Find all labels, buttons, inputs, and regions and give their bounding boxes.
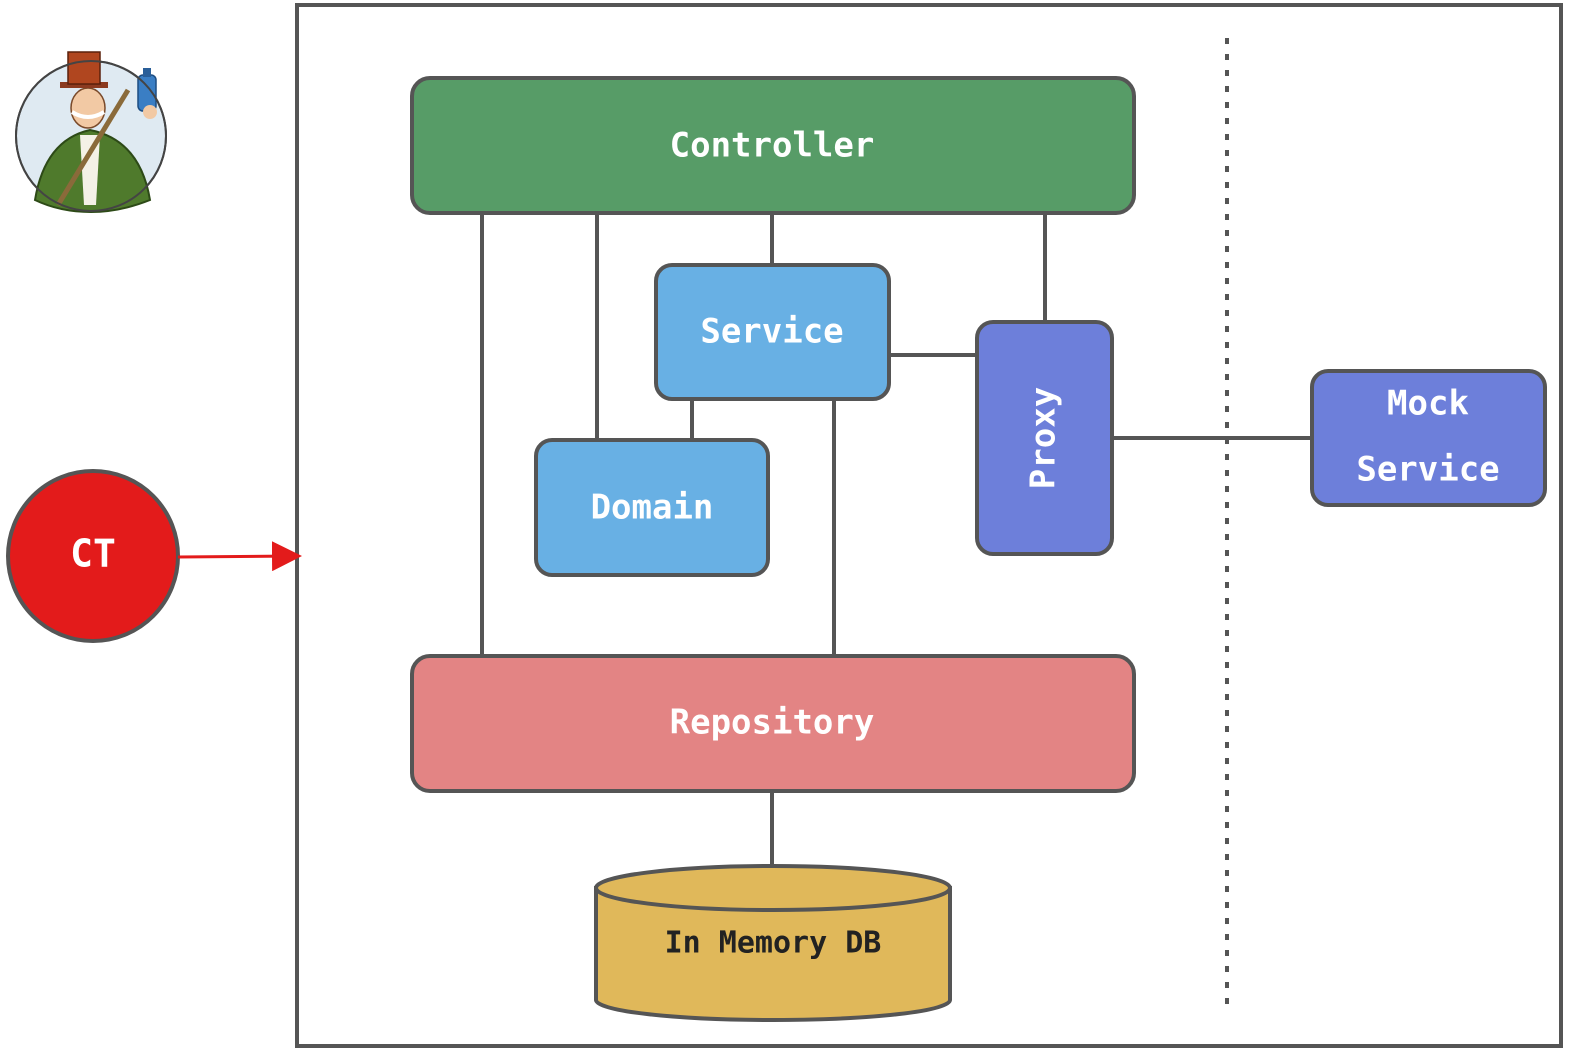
database-node: In Memory DB <box>594 864 952 1022</box>
connectors <box>480 214 1312 868</box>
ct-label: CT <box>70 532 116 576</box>
mock-service-label-line2: Service <box>1356 450 1499 490</box>
mock-service-node: Mock Service <box>1310 369 1547 507</box>
mock-service-label-line1: Mock <box>1387 384 1469 424</box>
ct-node: CT <box>6 469 180 643</box>
repository-node: Repository <box>410 654 1136 793</box>
proxy-label: Proxy <box>1024 387 1064 489</box>
mascot-icon <box>15 51 167 214</box>
service-node: Service <box>654 263 891 401</box>
service-label: Service <box>700 312 843 352</box>
domain-label: Domain <box>591 488 714 528</box>
controller-node: Controller <box>410 76 1136 215</box>
system-boundary <box>295 3 1563 1048</box>
domain-node: Domain <box>534 438 770 577</box>
proxy-node: Proxy <box>975 320 1114 556</box>
controller-label: Controller <box>670 126 875 166</box>
repository-label: Repository <box>670 703 875 743</box>
ct-arrow <box>177 541 302 572</box>
database-label: In Memory DB <box>665 926 882 961</box>
